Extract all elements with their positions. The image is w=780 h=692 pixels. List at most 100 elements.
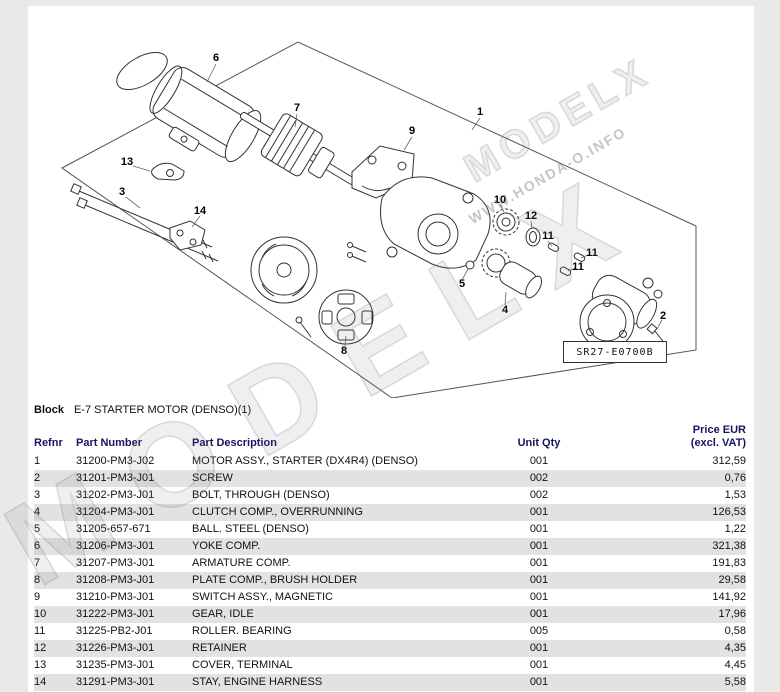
- clutch-part: [481, 248, 543, 299]
- gear-housing-part: [347, 176, 491, 269]
- cell-part-number: 31225-PB2-J01: [76, 625, 153, 637]
- cell-qty: 001: [529, 540, 549, 552]
- cell-description: PLATE COMP., BRUSH HOLDER: [192, 574, 358, 586]
- block-line: Block E-7 STARTER MOTOR (DENSO)(1): [34, 404, 746, 416]
- cell-qty: 001: [529, 642, 549, 654]
- header-price-line2: (excl. VAT): [690, 437, 746, 449]
- cell-price: 1,53: [724, 489, 746, 501]
- callout-10: 10: [493, 194, 507, 206]
- cell-refnr: 4: [34, 506, 41, 518]
- table-row: 14 31291-PM3-J01 STAY, ENGINE HARNESS 00…: [34, 674, 746, 691]
- callout-1: 1: [476, 106, 484, 118]
- cell-refnr: 10: [34, 608, 47, 620]
- cell-description: YOKE COMP.: [192, 540, 261, 552]
- callout-8: 8: [340, 345, 348, 357]
- cell-price: 1,22: [724, 523, 746, 535]
- cell-part-number: 31210-PM3-J01: [76, 591, 155, 603]
- callout-13: 13: [120, 156, 134, 168]
- idle-gear-part: [492, 208, 520, 236]
- cell-price: 17,96: [718, 608, 746, 620]
- cell-refnr: 11: [34, 625, 46, 637]
- cell-part-number: 31204-PM3-J01: [76, 506, 155, 518]
- table-row: 9 31210-PM3-J01 SWITCH ASSY., MAGNETIC 0…: [34, 589, 746, 606]
- block-title: E-7 STARTER MOTOR (DENSO)(1): [73, 404, 252, 416]
- cell-qty: 001: [529, 591, 549, 603]
- table-row: 10 31222-PM3-J01 GEAR, IDLE 001 17,96: [34, 606, 746, 623]
- cell-qty: 001: [529, 506, 549, 518]
- yoke-part: [149, 65, 262, 163]
- cell-price: 312,59: [712, 455, 746, 467]
- cell-part-number: 31205-657-671: [76, 523, 151, 535]
- cell-description: SCREW: [192, 472, 233, 484]
- cell-part-number: 31207-PM3-J01: [76, 557, 155, 569]
- parts-table-body: 1 31200-PM3-J02 MOTOR ASSY., STARTER (DX…: [34, 453, 746, 691]
- cell-qty: 001: [529, 455, 549, 467]
- cell-price: 29,58: [718, 574, 746, 586]
- table-row: 2 31201-PM3-J01 SCREW 002 0,76: [34, 470, 746, 487]
- cell-part-number: 31226-PM3-J01: [76, 642, 155, 654]
- cell-description: RETAINER: [192, 642, 247, 654]
- steel-ball-part: [465, 260, 475, 270]
- callout-11: 11: [572, 261, 584, 273]
- cell-qty: 001: [529, 659, 549, 671]
- table-row: 12 31226-PM3-J01 RETAINER 001 4,35: [34, 640, 746, 657]
- table-row: 11 31225-PB2-J01 ROLLER. BEARING 005 0,5…: [34, 623, 746, 640]
- table-row: 13 31235-PM3-J01 COVER, TERMINAL 001 4,4…: [34, 657, 746, 674]
- header-refnr: Refnr: [34, 437, 63, 449]
- cell-price: 141,92: [712, 591, 746, 603]
- table-header: Refnr Part Number Part Description Unit …: [34, 424, 746, 450]
- diagram-border: [61, 41, 697, 398]
- block-label: Block: [34, 404, 64, 416]
- magnetic-switch-part: [579, 274, 663, 350]
- cell-price: 0,76: [724, 472, 746, 484]
- table-row: 5 31205-657-671 BALL. STEEL (DENSO) 001 …: [34, 521, 746, 538]
- cell-description: ROLLER. BEARING: [192, 625, 292, 637]
- cell-description: ARMATURE COMP.: [192, 557, 291, 569]
- header-unit-qty: Unit Qty: [517, 437, 561, 449]
- cell-part-number: 31208-PM3-J01: [76, 574, 155, 586]
- cell-part-number: 31200-PM3-J02: [76, 455, 155, 467]
- armature-part: [239, 112, 356, 185]
- callout-2: 2: [659, 310, 667, 322]
- cell-price: 191,83: [712, 557, 746, 569]
- callout-14: 14: [193, 205, 207, 217]
- cell-description: GEAR, IDLE: [192, 608, 254, 620]
- leader-lines: [125, 63, 663, 347]
- cell-part-number: 31206-PM3-J01: [76, 540, 155, 552]
- cell-description: STAY, ENGINE HARNESS: [192, 676, 323, 688]
- callout-3: 3: [118, 186, 126, 198]
- exploded-diagram: [61, 41, 697, 398]
- bolt-part: [646, 323, 667, 346]
- cell-part-number: 31202-PM3-J01: [76, 489, 155, 501]
- callout-9: 9: [408, 125, 416, 137]
- cell-qty: 001: [529, 557, 549, 569]
- cell-qty: 001: [529, 676, 549, 688]
- header-part-description: Part Description: [192, 437, 277, 449]
- header-part-number: Part Number: [76, 437, 143, 449]
- cell-description: MOTOR ASSY., STARTER (DX4R4) (DENSO): [192, 455, 418, 467]
- cell-price: 4,45: [724, 659, 746, 671]
- callout-11: 11: [542, 230, 554, 242]
- cell-description: CLUTCH COMP., OVERRUNNING: [192, 506, 363, 518]
- cell-description: BALL. STEEL (DENSO): [192, 523, 309, 535]
- cell-refnr: 3: [34, 489, 41, 501]
- callout-7: 7: [293, 102, 301, 114]
- cell-price: 126,53: [712, 506, 746, 518]
- cell-qty: 002: [529, 472, 549, 484]
- terminal-cover-part: [151, 162, 185, 181]
- callout-12: 12: [524, 210, 538, 222]
- cell-refnr: 12: [34, 642, 47, 654]
- table-row: 7 31207-PM3-J01 ARMATURE COMP. 001 191,8…: [34, 555, 746, 572]
- cell-part-number: 31291-PM3-J01: [76, 676, 155, 688]
- callout-6: 6: [212, 52, 220, 64]
- callout-5: 5: [458, 278, 466, 290]
- cell-description: COVER, TERMINAL: [192, 659, 293, 671]
- callout-11: 11: [586, 247, 598, 259]
- cell-description: BOLT, THROUGH (DENSO): [192, 489, 330, 501]
- brush-holder-part: [295, 289, 374, 345]
- cell-qty: 002: [529, 489, 549, 501]
- cell-refnr: 6: [34, 540, 41, 552]
- cell-qty: 005: [529, 625, 549, 637]
